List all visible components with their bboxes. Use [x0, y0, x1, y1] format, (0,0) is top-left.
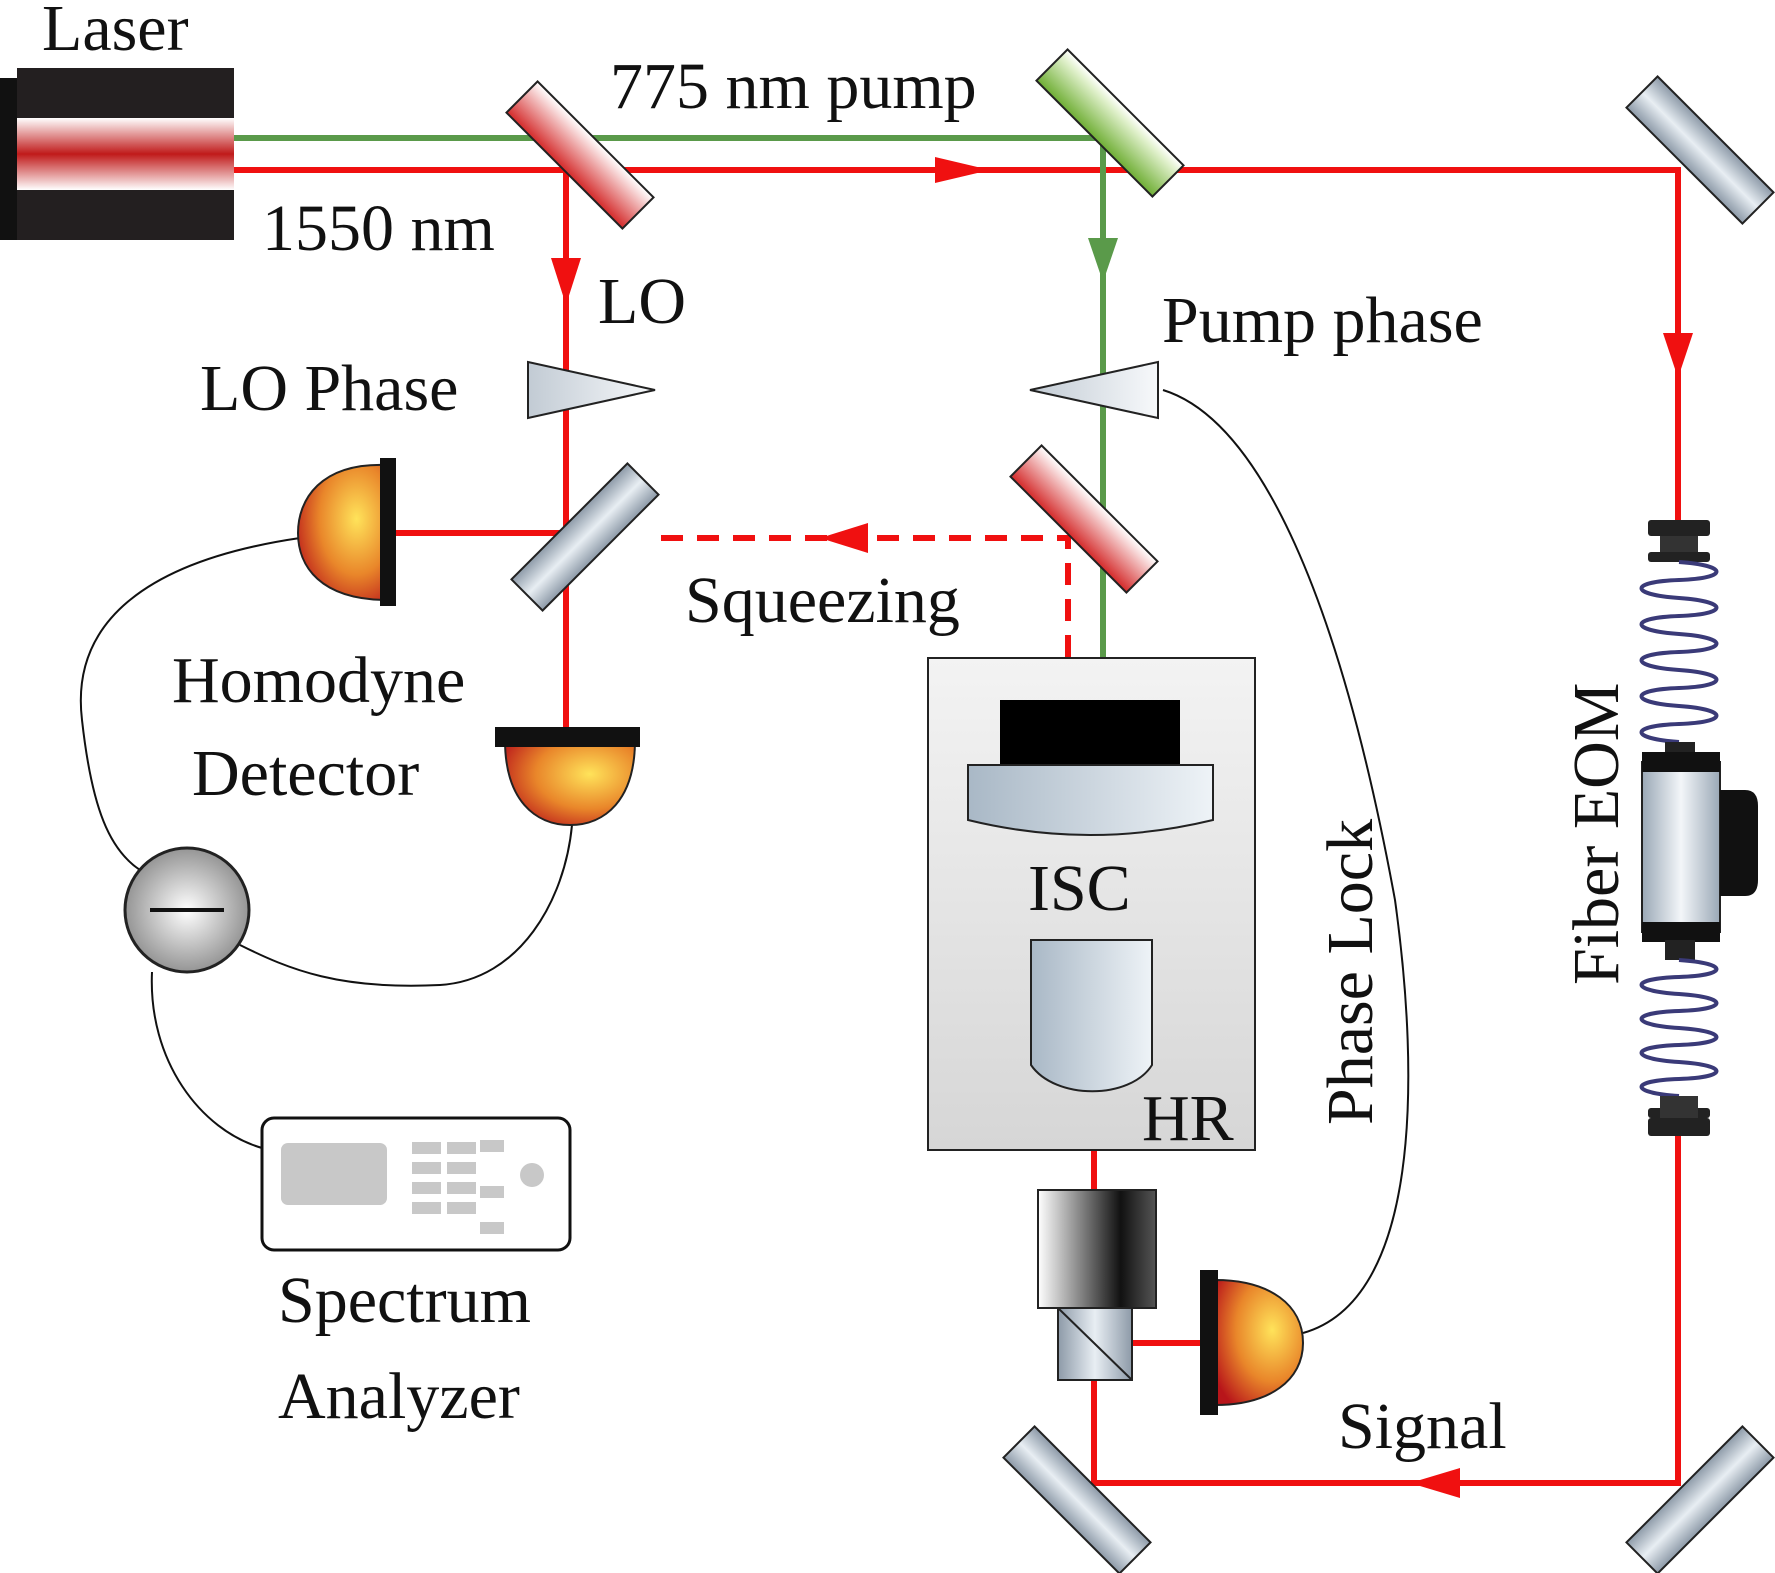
wire-phase-lock — [1162, 389, 1410, 1334]
wire-mixer-to-analyzer — [150, 971, 263, 1149]
fiber-connector-bottom — [1648, 1096, 1710, 1136]
label-1550nm: 1550 nm — [262, 192, 495, 265]
label-fiber-eom: Fiber EOM — [1560, 683, 1633, 985]
fiber-eom-assembly — [1639, 520, 1758, 1136]
dichroic-mirror-icon — [1035, 48, 1185, 198]
mirror-bottom-left — [1002, 1425, 1152, 1573]
dichroic-mirror-icon — [1009, 444, 1159, 594]
mirror-dichroic-3 — [1009, 444, 1159, 594]
eom-icon — [1641, 742, 1758, 960]
pump-phase-wedge-icon — [1029, 360, 1159, 420]
label-hr: HR — [1142, 1082, 1234, 1155]
labels: Laser 775 nm pump 1550 nm LO LO Phase Pu… — [42, 0, 1633, 1463]
arrow-icon — [1088, 238, 1118, 282]
beam-1550-main — [232, 167, 1681, 535]
arrow-icon — [1663, 333, 1693, 378]
wire-detector-a-to-mixer — [79, 537, 301, 871]
label-laser: Laser — [42, 0, 189, 65]
fiber-coil-icon — [1639, 560, 1719, 744]
mirror-bottom-right — [1625, 1425, 1775, 1573]
spectrum-analyzer-icon — [260, 1116, 572, 1252]
label-lo: LO — [598, 265, 686, 338]
mirror-icon — [1625, 75, 1775, 225]
laser-icon — [0, 68, 234, 240]
beam-splitter-icon — [1057, 1307, 1133, 1381]
mirror-icon — [1002, 1425, 1152, 1573]
label-spectrum: Spectrum — [278, 1264, 531, 1337]
arrow-icon — [551, 258, 581, 305]
dichroic-mirror-icon — [505, 80, 655, 230]
label-homodyne: Homodyne — [172, 644, 465, 717]
mixer-icon — [123, 846, 251, 974]
wires — [79, 389, 1410, 1334]
arrow-icon — [935, 157, 990, 183]
fiber-coil-icon — [1639, 958, 1719, 1098]
isc-cavity-box — [927, 657, 1256, 1151]
hr-mirror-icon — [1030, 939, 1153, 1093]
fiber-connector-top — [1648, 520, 1710, 562]
label-signal: Signal — [1338, 1390, 1507, 1463]
label-pump-phase: Pump phase — [1162, 284, 1483, 357]
label-detector: Detector — [192, 737, 419, 810]
arrow-icon — [1410, 1468, 1460, 1498]
mirror-homodyne-bs — [510, 462, 660, 612]
mirror-icon — [1625, 1425, 1775, 1573]
arrow-icon — [820, 523, 868, 553]
cavity-mount — [1000, 700, 1180, 765]
mirror-icon — [510, 462, 660, 612]
label-lo-phase: LO Phase — [200, 352, 458, 425]
mirror-dichroic-2 — [1035, 48, 1185, 198]
beam-squeezing — [655, 535, 1071, 693]
lo-phase-wedge-icon — [527, 360, 656, 420]
mirror-dichroic-1 — [505, 80, 655, 230]
detector-a-icon — [296, 458, 396, 606]
label-phase-lock: Phase Lock — [1314, 819, 1387, 1125]
isolator-icon — [1037, 1189, 1157, 1309]
wire-detector-b-to-mixer — [239, 824, 573, 987]
label-775nm-pump: 775 nm pump — [610, 50, 977, 123]
lock-detector-icon — [1200, 1270, 1305, 1415]
label-isc: ISC — [1028, 852, 1131, 925]
beam-arrows — [551, 157, 1693, 1498]
label-squeezing: Squeezing — [685, 564, 960, 637]
cavity-mirror-icon — [967, 764, 1214, 836]
detector-b-icon — [495, 727, 640, 827]
mirror-top-right — [1625, 75, 1775, 225]
label-analyzer: Analyzer — [278, 1360, 520, 1433]
